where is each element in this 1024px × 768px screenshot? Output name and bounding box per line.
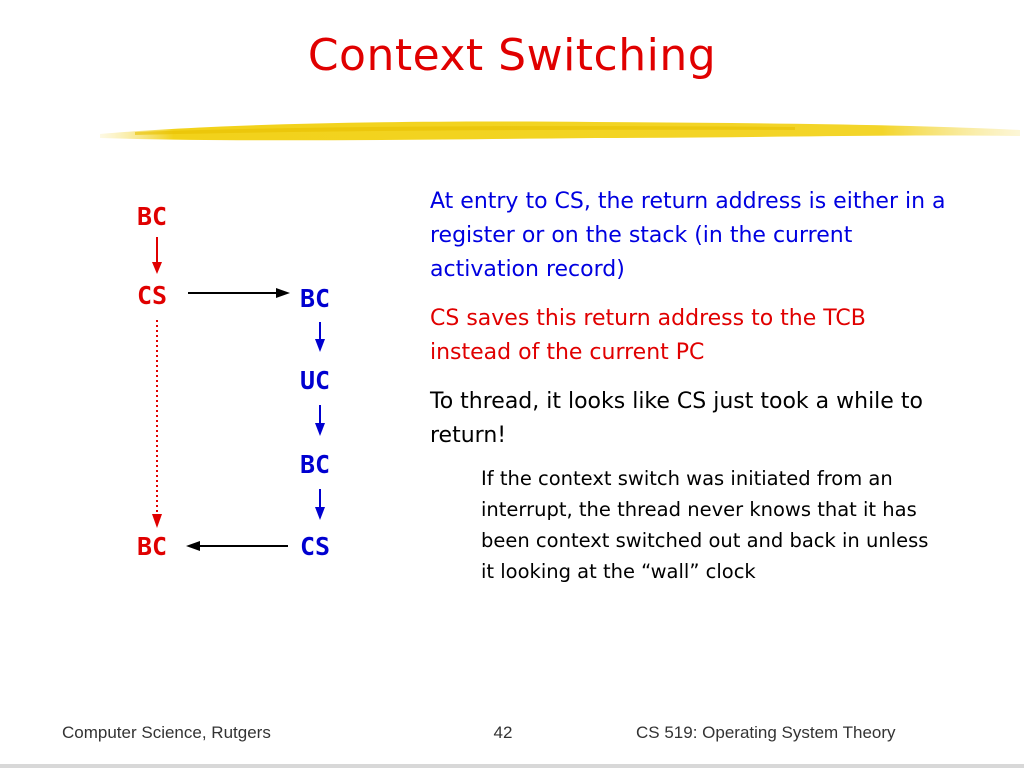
footer-left: Computer Science, Rutgers: [62, 723, 271, 742]
paragraph-thread-view: To thread, it looks like CS just took a …: [430, 389, 923, 448]
footer-page-number: 42: [493, 723, 513, 742]
bottom-rule: [0, 764, 1024, 768]
right-node-cs: CS: [300, 532, 331, 561]
left-node-cs: CS: [137, 281, 168, 310]
right-node-uc: UC: [300, 366, 331, 395]
right-node-bc-2: BC: [300, 450, 331, 479]
paragraph-interrupt-note: If the context switch was initiated from…: [481, 467, 929, 583]
left-node-bc-bottom: BC: [137, 532, 168, 561]
footer-right: CS 519: Operating System Theory: [636, 723, 896, 742]
yellow-brush-stroke: [100, 121, 1020, 141]
left-node-bc-top: BC: [137, 202, 168, 231]
paragraph-cs-saves-address: CS saves this return address to the TCB …: [430, 306, 866, 365]
slide-title: Context Switching: [307, 30, 717, 81]
right-node-bc-1: BC: [300, 284, 331, 313]
paragraph-entry-return-address: At entry to CS, the return address is ei…: [430, 189, 946, 282]
